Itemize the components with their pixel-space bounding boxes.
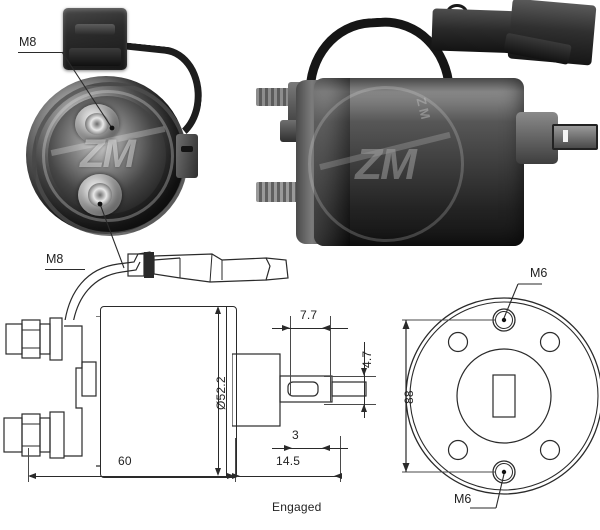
terminal-stud-upper [75, 104, 119, 144]
dim-arrow-47-top [360, 368, 367, 376]
line-art-plunger [232, 353, 367, 427]
connector-plug-side [507, 0, 597, 66]
dim-arrow-60-right [227, 472, 235, 479]
dim-line-145 [238, 476, 340, 478]
stud-thread-swirl [84, 112, 110, 136]
callout-label-m6-bottom: M6 [454, 492, 472, 506]
ext-line-60-right [235, 438, 237, 482]
ext-line-77-left [290, 316, 292, 396]
solenoid-barrel [314, 78, 524, 246]
dim-arrow-145-left [232, 472, 240, 479]
callout-underline-m8-upper [18, 52, 64, 53]
dim-text-47: 4.7 [360, 350, 374, 368]
dim-line-77 [272, 328, 348, 330]
dim-text-77: 7.7 [300, 308, 318, 322]
callout-label-m8-lower: M8 [46, 252, 64, 266]
ext-line-145-right [340, 436, 342, 482]
mounting-tab-front [176, 134, 198, 178]
dim-arrow-3-right [322, 444, 330, 451]
dim-arrow-77-right [322, 324, 330, 331]
plunger-fork [552, 124, 598, 150]
dim-text-60: 60 [118, 454, 132, 468]
ext-line-47-bottom [324, 404, 376, 406]
dim-text-diameter: Ø52.2 [214, 376, 228, 410]
flange-geometry [402, 283, 600, 509]
callout-label-m6-top: M6 [530, 266, 548, 280]
dim-arrow-60-left [28, 472, 36, 479]
ext-line-60-left [28, 448, 30, 482]
ext-line-77-right [330, 316, 332, 402]
dim-arrow-3-left [284, 444, 292, 451]
solenoid-nose [516, 112, 558, 164]
dim-line-diameter [218, 310, 220, 472]
dim-line-60 [30, 476, 234, 478]
solenoid-side-photo: ZM ZM [252, 0, 600, 268]
solenoid-body-outline [100, 306, 237, 478]
callout-leader-m8-upper [61, 51, 115, 131]
terminal-stud-lower [78, 174, 122, 216]
solenoid-front-photo: ZM [8, 6, 208, 256]
dim-arrow-diameter-bottom [214, 468, 221, 476]
body-inner-edge [226, 306, 228, 476]
dim-arrow-47-bottom [360, 404, 367, 412]
callout-underline-m8-lower [45, 269, 85, 270]
side-section-drawing: Ø52.2 60 14.5 Engaged 7.7 4.7 3 [0, 251, 390, 530]
dim-text-3: 3 [292, 428, 299, 442]
dim-line-47 [364, 342, 366, 418]
stud-thread-swirl [87, 183, 113, 207]
mounting-flange-end-view: 88 M6 M6 [392, 262, 600, 530]
dim-text-145: 14.5 [276, 454, 301, 468]
callout-label-m8-upper: M8 [19, 35, 37, 49]
connector-plug-front [63, 8, 127, 70]
dim-arrow-145-right [334, 472, 342, 479]
callout-leader-m8-lower [97, 201, 125, 269]
dim-arrow-77-left [282, 324, 290, 331]
ext-line-47-top [324, 376, 376, 378]
dim-line-3 [272, 448, 348, 450]
note-engaged: Engaged [272, 500, 322, 514]
dim-text-88: 88 [402, 390, 416, 404]
dim-arrow-diameter-top [214, 306, 221, 314]
line-art-harness [64, 251, 289, 320]
